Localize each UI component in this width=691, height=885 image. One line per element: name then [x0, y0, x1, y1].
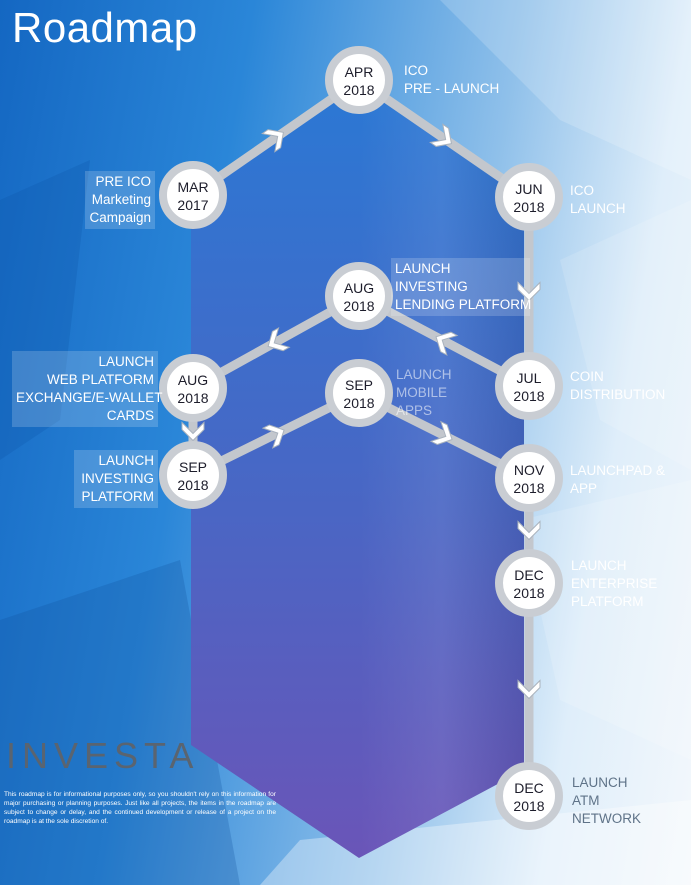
label-sep-2018-a: LAUNCH MOBILE APPS	[396, 367, 452, 418]
milestone-month: APR	[345, 64, 374, 80]
arrow-sep-2018-a-to-nov-2018	[429, 420, 453, 445]
milestone-circle	[495, 444, 563, 512]
milestone-month: MAR	[177, 179, 208, 195]
milestone-circle	[325, 262, 393, 330]
arrow-aug-2018-b-to-sep-2018-b	[181, 421, 205, 442]
milestone-jun-2018: JUN 2018	[495, 163, 563, 231]
milestone-year: 2018	[513, 388, 544, 404]
milestone-month: DEC	[514, 567, 544, 583]
milestone-year: 2018	[177, 477, 208, 493]
arrow-aug-2018-a-to-aug-2018-b	[267, 326, 291, 352]
milestone-sep-2018-a: SEP 2018	[325, 359, 393, 427]
disclaimer-text: This roadmap is for informational purpos…	[4, 791, 276, 825]
label-jun-2018: ICO LAUNCH	[570, 183, 626, 216]
milestone-jul-2018: JUL 2018	[495, 352, 563, 420]
milestone-aug-2018-a: AUG 2018	[325, 262, 393, 330]
label-sep-2018-b: LAUNCH INVESTING PLATFORM	[74, 450, 158, 508]
milestone-year: 2017	[177, 197, 208, 213]
arrow-dec-2018-a-to-dec-2018-b	[517, 679, 541, 700]
arrow-sep-2018-b-to-sep-2018-a	[261, 424, 285, 449]
milestone-circle	[495, 762, 563, 830]
label-apr-2018: ICO PRE - LAUNCH	[404, 63, 500, 96]
label-aug-2018-a: LAUNCH INVESTING LENDING PLATFORM	[391, 258, 531, 316]
milestone-circle	[495, 163, 563, 231]
milestone-month: SEP	[345, 377, 373, 393]
milestone-circle	[159, 354, 227, 422]
arrow-mar-2017-to-apr-2018	[261, 129, 284, 153]
milestone-mar-2017: MAR 2017	[159, 161, 227, 229]
milestone-year: 2018	[177, 390, 208, 406]
label-mar-2017: PRE ICO Marketing Campaign	[85, 171, 155, 229]
label-dec-2018-a: LAUNCH ENTERPRISE PLATFORM	[571, 558, 658, 609]
label-aug-2018-b: LAUNCH WEB PLATFORM EXCHANGE/E-WALLET CA…	[12, 351, 163, 427]
milestone-year: 2018	[343, 298, 374, 314]
milestone-month: AUG	[344, 280, 374, 296]
label-jul-2018: COIN DISTRIBUTION	[570, 369, 666, 402]
arrow-jul-2018-to-aug-2018-a	[435, 331, 459, 356]
milestone-dec-2018-b: DEC 2018	[495, 762, 563, 830]
arrow-apr-2018-to-jun-2018	[429, 123, 452, 147]
hexagon-shade	[359, 85, 524, 858]
milestone-nov-2018: NOV 2018	[495, 444, 563, 512]
milestone-year: 2018	[513, 798, 544, 814]
arrow-nov-2018-to-dec-2018-a	[517, 520, 541, 541]
milestone-dec-2018-a: DEC 2018	[495, 549, 563, 617]
milestone-circle	[325, 359, 393, 427]
brand-logo: INVESTA	[6, 735, 200, 776]
label-nov-2018: LAUNCHPAD & APP	[570, 463, 666, 496]
milestone-sep-2018-b: SEP 2018	[159, 441, 227, 509]
milestone-year: 2018	[343, 82, 374, 98]
milestone-circle	[495, 549, 563, 617]
milestone-year: 2018	[343, 395, 374, 411]
milestone-circle	[159, 161, 227, 229]
milestone-circle	[159, 441, 227, 509]
label-dec-2018-b: LAUNCH ATM NETWORK	[572, 775, 641, 826]
milestone-month: JUL	[517, 370, 542, 386]
milestone-month: JUN	[515, 181, 542, 197]
arrow-jun-2018-to-jul-2018	[517, 281, 541, 302]
milestone-month: SEP	[179, 459, 207, 475]
page-title: Roadmap	[12, 4, 198, 51]
milestone-circle	[325, 46, 393, 114]
milestone-year: 2018	[513, 585, 544, 601]
milestone-month: DEC	[514, 780, 544, 796]
milestone-month: NOV	[514, 462, 545, 478]
milestone-year: 2018	[513, 480, 544, 496]
milestone-year: 2018	[513, 199, 544, 215]
milestone-apr-2018: APR 2018	[325, 46, 393, 114]
milestone-aug-2018-b: AUG 2018	[159, 354, 227, 422]
connector-apr-2018-to-jun-2018	[354, 75, 534, 202]
milestone-month: AUG	[178, 372, 208, 388]
milestone-circle	[495, 352, 563, 420]
